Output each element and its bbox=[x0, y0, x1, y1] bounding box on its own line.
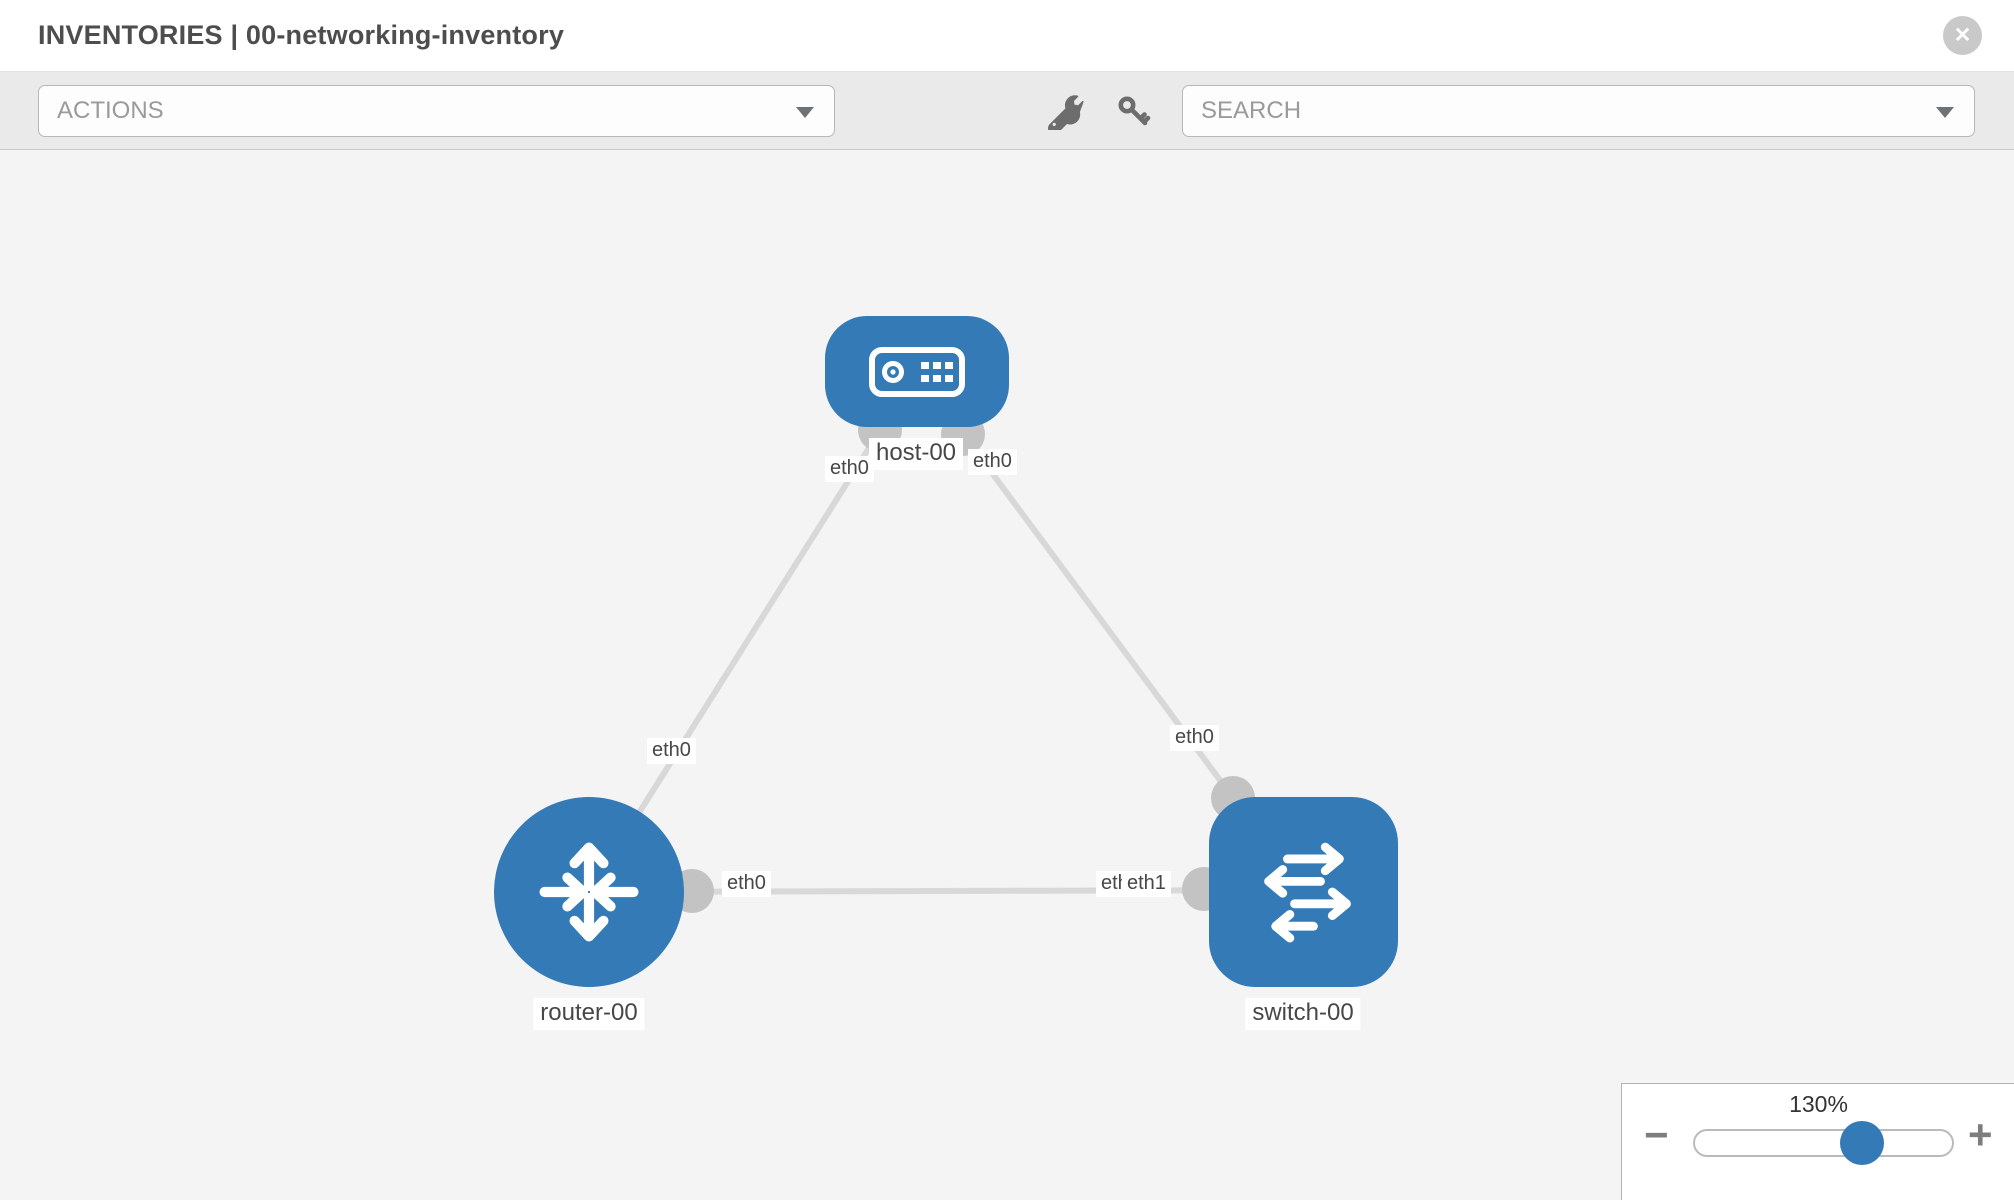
node-label-host: host-00 bbox=[868, 438, 964, 470]
node-label-switch: switch-00 bbox=[1245, 998, 1361, 1030]
node-switch-00[interactable] bbox=[1209, 797, 1398, 987]
if-label-router-right: eth0 bbox=[722, 871, 771, 897]
switch-icon bbox=[1263, 842, 1351, 943]
if-label-switch-left-over: eth1 bbox=[1122, 871, 1171, 897]
chevron-down-icon bbox=[1936, 107, 1954, 118]
page-title: INVENTORIES | 00-networking-inventory bbox=[38, 20, 565, 50]
topology-edges bbox=[586, 370, 1306, 895]
header-bar: INVENTORIES | 00-networking-inventory ✕ bbox=[0, 0, 2014, 72]
if-label-host-left: eth0 bbox=[825, 456, 874, 482]
if-label-router-top: eth0 bbox=[647, 738, 696, 764]
zoom-percentage: 130% bbox=[1789, 1091, 1848, 1117]
server-icon bbox=[869, 346, 965, 397]
search-placeholder: SEARCH bbox=[1201, 97, 1302, 124]
actions-dropdown[interactable]: ACTIONS bbox=[38, 85, 835, 137]
zoom-in-button[interactable]: + bbox=[1968, 1111, 1993, 1158]
node-router-00[interactable] bbox=[494, 797, 684, 987]
actions-dropdown-label: ACTIONS bbox=[57, 97, 164, 124]
toolbar: ACTIONS SEARCH bbox=[0, 72, 2014, 150]
search-dropdown[interactable]: SEARCH bbox=[1182, 85, 1975, 137]
zoom-control-panel: 130% − + bbox=[1621, 1083, 2014, 1200]
zoom-slider-handle[interactable] bbox=[1840, 1121, 1884, 1165]
key-icon[interactable] bbox=[1116, 94, 1152, 130]
topology-canvas[interactable]: host-00 router-00 switch-00 eth0 eth0 et… bbox=[0, 150, 2014, 1200]
if-label-host-right: eth0 bbox=[968, 449, 1017, 475]
zoom-slider-track[interactable] bbox=[1693, 1129, 1954, 1157]
zoom-out-button[interactable]: − bbox=[1644, 1111, 1669, 1158]
if-label-switch-top: eth0 bbox=[1170, 725, 1219, 751]
close-icon[interactable]: ✕ bbox=[1943, 16, 1982, 55]
wrench-icon[interactable] bbox=[1048, 94, 1084, 130]
router-icon bbox=[539, 842, 639, 942]
node-label-router: router-00 bbox=[533, 998, 645, 1030]
node-host-00[interactable] bbox=[825, 316, 1009, 427]
chevron-down-icon bbox=[796, 107, 814, 118]
